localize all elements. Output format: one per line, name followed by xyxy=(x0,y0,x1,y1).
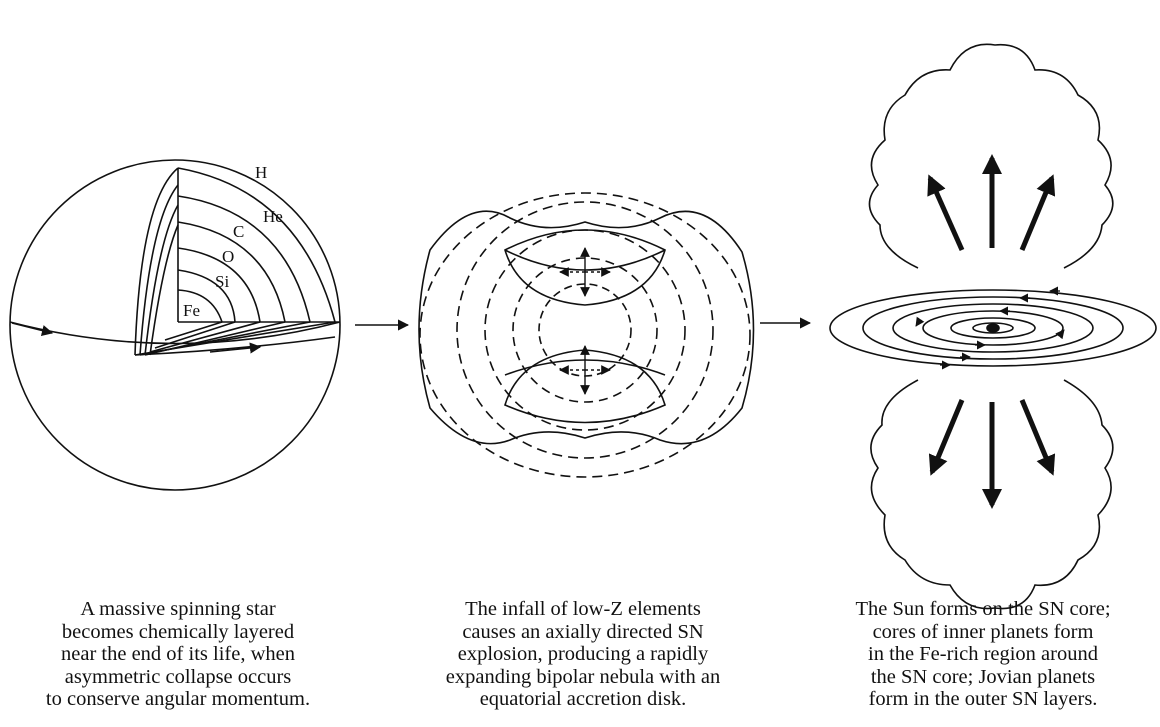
shell-fe xyxy=(177,289,223,323)
caption-star: A massive spinning star becomes chemical… xyxy=(13,598,343,711)
disk-ring-2 xyxy=(862,296,1124,360)
caption-explosion-line-5: equatorial accretion disk. xyxy=(479,688,687,711)
dashed-shell-1 xyxy=(456,201,714,459)
disk-ring-6 xyxy=(972,322,1014,334)
caption-explosion-line-1: The infall of low-Z elements xyxy=(465,598,701,620)
caption-star-line-2: becomes chemically layered xyxy=(61,620,295,643)
layer-label-si: Si xyxy=(215,272,229,291)
shell-h xyxy=(177,167,336,323)
bipolar-outline xyxy=(418,210,755,445)
caption-star-line-1: A massive spinning star xyxy=(80,598,276,620)
star-outline xyxy=(9,159,341,491)
star-layer-labels: H He C O Si Fe xyxy=(183,163,283,320)
star-equator xyxy=(9,321,341,345)
caption-explosion: The infall of low-Z elements causes an a… xyxy=(418,598,748,711)
upper-lobe xyxy=(504,229,666,306)
disk-flow-arrows xyxy=(915,286,1065,370)
caption-nebula-line-5: form in the outer SN layers. xyxy=(868,688,1098,711)
caption-nebula-line-3: in the Fe-rich region around xyxy=(868,643,1098,666)
shell-c xyxy=(177,221,286,323)
caption-star-line-5: to conserve angular momentum. xyxy=(45,688,311,711)
shell-si xyxy=(177,269,236,323)
bipolar-nebula xyxy=(829,43,1157,610)
caption-nebula-line-2: cores of inner planets form xyxy=(872,620,1094,643)
shell-he xyxy=(177,195,311,323)
layer-label-h: H xyxy=(255,163,267,182)
disk-ring-5 xyxy=(950,317,1036,339)
caption-explosion-line-4: expanding bipolar nebula with an xyxy=(445,665,721,688)
bipolar-explosion xyxy=(418,192,755,478)
disk-ring-1 xyxy=(829,289,1157,367)
disk-ring-3 xyxy=(892,303,1094,353)
expansion-arrows-top xyxy=(559,247,611,297)
layer-label-fe: Fe xyxy=(183,301,200,320)
caption-nebula: The Sun forms on the SN core; cores of i… xyxy=(818,598,1148,711)
shell-o xyxy=(177,247,261,323)
caption-nebula-line-1: The Sun forms on the SN core; xyxy=(855,598,1111,620)
layered-star xyxy=(9,159,341,491)
lower-cloud xyxy=(870,379,1114,610)
layer-label-c: C xyxy=(233,222,244,241)
layer-label-he: He xyxy=(263,207,283,226)
caption-star-line-3: near the end of its life, when xyxy=(61,643,295,666)
upper-cloud xyxy=(868,43,1114,269)
caption-nebula-line-4: the SN core; Jovian planets xyxy=(870,665,1096,688)
caption-explosion-line-3: explosion, producing a rapidly xyxy=(457,643,709,666)
dashed-outer-shell xyxy=(419,192,751,478)
disk-ring-4 xyxy=(922,310,1064,346)
expansion-arrows-bottom xyxy=(559,345,611,395)
sun-core xyxy=(986,323,1000,333)
layer-label-o: O xyxy=(222,247,234,266)
caption-explosion-line-2: causes an axially directed SN xyxy=(462,620,704,643)
caption-star-line-4: asymmetric collapse occurs xyxy=(64,665,292,688)
lower-lobe xyxy=(504,349,666,424)
outflow-arrows xyxy=(927,154,1056,509)
